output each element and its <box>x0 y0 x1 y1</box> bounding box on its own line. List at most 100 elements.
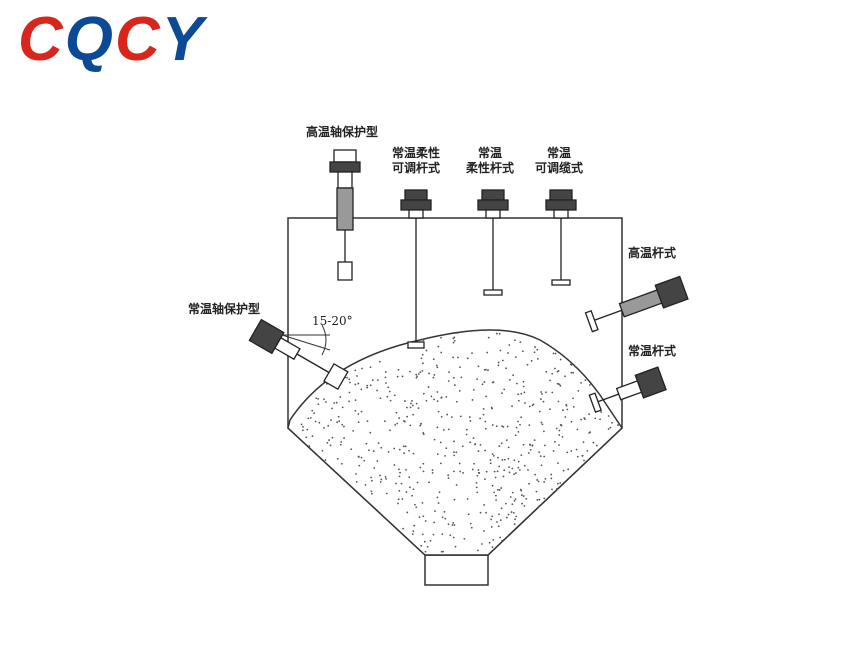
material-dot <box>462 472 464 474</box>
material-dot <box>435 364 438 367</box>
material-dot <box>360 456 363 459</box>
material-dot <box>515 426 518 429</box>
material-dot <box>376 379 379 382</box>
material-dot <box>311 409 314 412</box>
material-dot <box>592 441 595 444</box>
material-dot <box>336 457 339 460</box>
material-dot <box>500 442 503 445</box>
material-dot <box>525 497 528 500</box>
silo-outlet <box>424 554 489 586</box>
material-dot <box>537 480 540 483</box>
material-dot <box>422 462 425 465</box>
material-dot <box>541 423 544 426</box>
material-dot <box>453 339 456 342</box>
material-dot <box>558 444 560 446</box>
material-dot <box>402 420 405 422</box>
material-dot <box>514 518 516 521</box>
material-dot <box>515 515 518 518</box>
material-dot <box>371 379 374 382</box>
material-dot <box>501 425 504 428</box>
material-dot <box>354 409 357 412</box>
material-dot <box>551 488 553 491</box>
material-dot <box>384 371 387 373</box>
material-dot <box>513 500 516 502</box>
material-dot <box>439 462 442 465</box>
material-dot <box>422 515 425 518</box>
material-dot <box>447 380 450 382</box>
material-dot <box>302 425 304 428</box>
material-dot <box>349 381 351 384</box>
material-dot <box>514 498 517 501</box>
material-dot <box>397 502 399 505</box>
material-dot <box>524 402 526 404</box>
material-dot <box>333 402 336 404</box>
material-dot <box>421 501 424 504</box>
material-dot <box>461 445 464 448</box>
material-dot <box>570 371 573 374</box>
material-dot <box>414 503 416 506</box>
material-dot <box>567 468 570 471</box>
material-dot <box>369 431 372 434</box>
material-dot <box>523 505 526 507</box>
material-dot <box>357 421 360 424</box>
material-dot <box>436 496 439 499</box>
material-dot <box>487 369 489 372</box>
material-dot <box>475 486 478 489</box>
material-dot <box>366 386 369 389</box>
material-dot <box>388 390 391 393</box>
material-dot <box>472 437 475 440</box>
material-dot <box>484 427 487 430</box>
material-dot <box>428 481 430 484</box>
material-dot <box>436 453 439 456</box>
material-dot <box>324 459 327 461</box>
material-dot <box>425 399 428 402</box>
material-dot <box>459 470 462 473</box>
material-dot <box>565 404 568 407</box>
material-dot <box>341 423 344 426</box>
material-dot <box>441 533 444 535</box>
material-dot <box>385 382 387 384</box>
angle-indicator <box>281 324 331 356</box>
material-dot <box>549 408 551 411</box>
material-dot <box>545 391 547 394</box>
material-dot <box>514 434 517 437</box>
material-dot <box>496 470 499 473</box>
material-dot <box>373 467 376 469</box>
material-dot <box>580 382 582 384</box>
material-dot <box>451 524 454 526</box>
material-dot <box>412 488 415 491</box>
material-dot <box>326 441 329 444</box>
material-dot <box>540 391 543 393</box>
material-dot <box>459 366 461 369</box>
sensor-normal-adjustable-cable <box>545 189 577 286</box>
material-dot <box>533 439 536 442</box>
material-dot <box>536 348 539 351</box>
material-dot <box>419 466 422 469</box>
material-dot <box>410 402 412 405</box>
material-dot <box>570 420 573 423</box>
material-dot <box>497 456 499 459</box>
material-dot <box>415 376 418 379</box>
material-dot <box>417 373 420 375</box>
material-dot <box>514 356 517 359</box>
material-dot <box>343 425 345 428</box>
material-dot <box>498 489 501 491</box>
material-dot <box>440 396 443 399</box>
material-dot <box>519 423 521 426</box>
material-dot <box>533 351 536 354</box>
sensor-normal-shaft-protected <box>248 318 349 391</box>
material-dot <box>507 446 510 449</box>
material-dot <box>493 470 496 473</box>
material-dot <box>357 455 360 458</box>
material-dot <box>505 439 508 442</box>
material-dot <box>437 410 440 413</box>
material-dot <box>339 443 342 446</box>
material-dot <box>559 358 562 361</box>
material-dot <box>486 351 489 354</box>
material-dot <box>404 400 406 402</box>
material-dot <box>385 478 387 480</box>
material-dot <box>309 416 312 419</box>
material-dot <box>566 408 569 411</box>
material-dot <box>541 393 543 395</box>
material-dot <box>354 383 357 386</box>
